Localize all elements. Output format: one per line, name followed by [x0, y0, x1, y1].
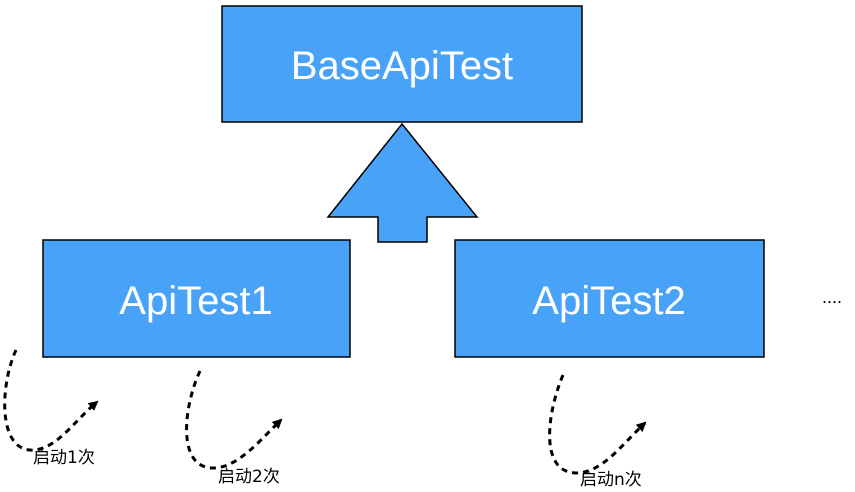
- subclass-label-2: ApiTest2: [532, 279, 685, 323]
- base-class-node: BaseApiTest: [221, 5, 583, 123]
- subclass-node-2: ApiTest2: [454, 239, 765, 358]
- subclass-label-1: ApiTest1: [119, 279, 272, 323]
- launch-curve-1: [3, 349, 99, 452]
- subclass-node-1: ApiTest1: [42, 239, 351, 358]
- launch-curve-2: [185, 370, 283, 470]
- launch-curve-3: [548, 374, 647, 475]
- base-class-label: BaseApiTest: [291, 44, 513, 88]
- launch-note-1: 启动1次: [33, 448, 95, 468]
- launch-note-2: 启动2次: [218, 467, 280, 487]
- launch-note-3: 启动n次: [580, 470, 642, 490]
- more-ellipsis: ....: [822, 287, 842, 307]
- inheritance-arrow: [326, 122, 479, 243]
